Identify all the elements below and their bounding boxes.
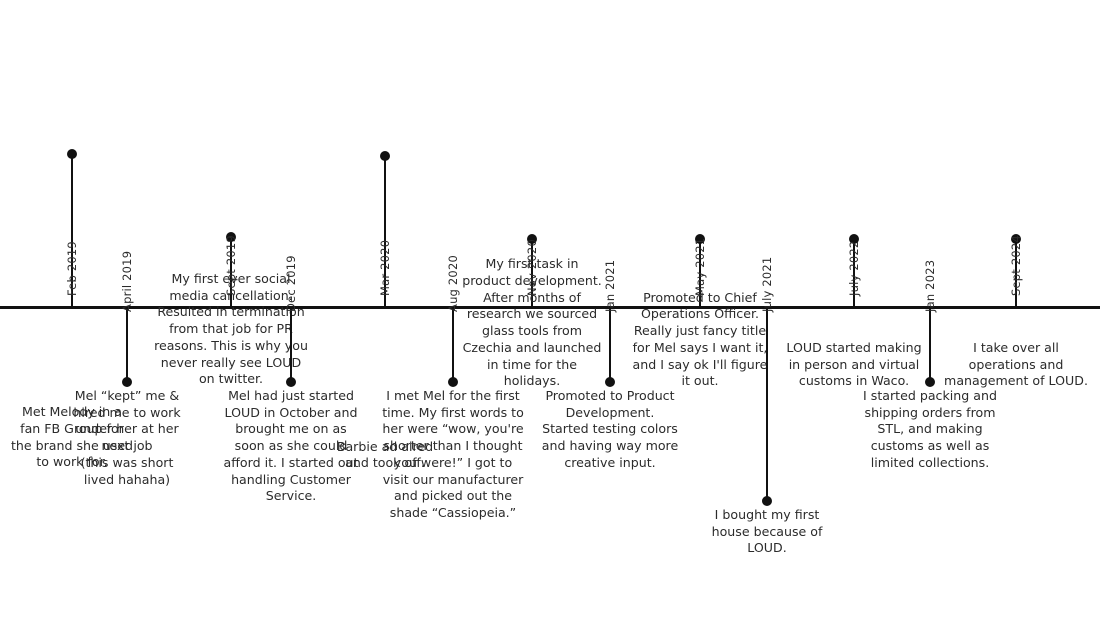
event-date-label: July 2022 bbox=[847, 240, 861, 296]
event-date-label: May 2021 bbox=[693, 237, 707, 296]
event-stem bbox=[290, 307, 292, 381]
event-marker-dot[interactable] bbox=[849, 234, 859, 244]
event-description: Met Melody in a fan FB Group for the bra… bbox=[10, 404, 134, 470]
event-description: I take over all operations and managemen… bbox=[944, 339, 1088, 389]
event-marker-dot[interactable] bbox=[695, 234, 705, 244]
event-description: Mel “kept” me & hired me to work under h… bbox=[73, 388, 181, 487]
event-marker-dot[interactable] bbox=[448, 377, 458, 387]
event-date-label: July 2021 bbox=[760, 256, 774, 312]
event-description: My first task in product development. Af… bbox=[462, 256, 602, 389]
event-stem bbox=[929, 307, 931, 381]
event-date-label: Jan 2021 bbox=[603, 259, 617, 312]
event-description: Promoted to Product Development. Started… bbox=[541, 388, 679, 470]
event-description: LOUD started making in person and virtua… bbox=[786, 339, 922, 389]
event-description: Barbie ad aired and took off. bbox=[336, 438, 434, 471]
event-stem bbox=[1015, 238, 1017, 306]
event-stem bbox=[71, 153, 73, 306]
event-date-label: Feb 2019 bbox=[65, 241, 79, 296]
event-date-label: Jan 2023 bbox=[923, 259, 937, 312]
event-stem bbox=[766, 307, 768, 500]
event-stem bbox=[126, 307, 128, 381]
event-date-label: April 2019 bbox=[120, 250, 134, 312]
event-description: Mel had just started LOUD in October and… bbox=[223, 388, 359, 504]
event-stem bbox=[384, 155, 386, 306]
event-marker-dot[interactable] bbox=[67, 149, 77, 159]
event-description: I met Mel for the first time. My first w… bbox=[382, 388, 524, 521]
event-date-label: Mar 2020 bbox=[378, 239, 392, 296]
event-stem bbox=[609, 307, 611, 381]
event-marker-dot[interactable] bbox=[122, 377, 132, 387]
event-date-label: Sept 2024 bbox=[1009, 235, 1023, 296]
event-description: I bought my first house because of LOUD. bbox=[711, 507, 823, 556]
event-stem bbox=[853, 238, 855, 306]
event-marker-dot[interactable] bbox=[380, 151, 390, 161]
event-stem bbox=[452, 307, 454, 381]
event-marker-dot[interactable] bbox=[605, 377, 615, 387]
event-stem bbox=[230, 236, 232, 306]
event-stem bbox=[531, 238, 533, 306]
event-stem bbox=[699, 238, 701, 306]
event-description: Promoted to Chief Operations Officer. Re… bbox=[632, 289, 768, 389]
event-marker-dot[interactable] bbox=[1011, 234, 1021, 244]
event-marker-dot[interactable] bbox=[286, 377, 296, 387]
event-description: I started packing and shipping orders fr… bbox=[863, 388, 997, 470]
event-marker-dot[interactable] bbox=[762, 496, 772, 506]
event-marker-dot[interactable] bbox=[925, 377, 935, 387]
event-marker-dot[interactable] bbox=[226, 232, 236, 242]
event-marker-dot[interactable] bbox=[527, 234, 537, 244]
timeline-axis-line bbox=[0, 306, 1100, 309]
event-date-label: Dec 2019 bbox=[284, 255, 298, 312]
